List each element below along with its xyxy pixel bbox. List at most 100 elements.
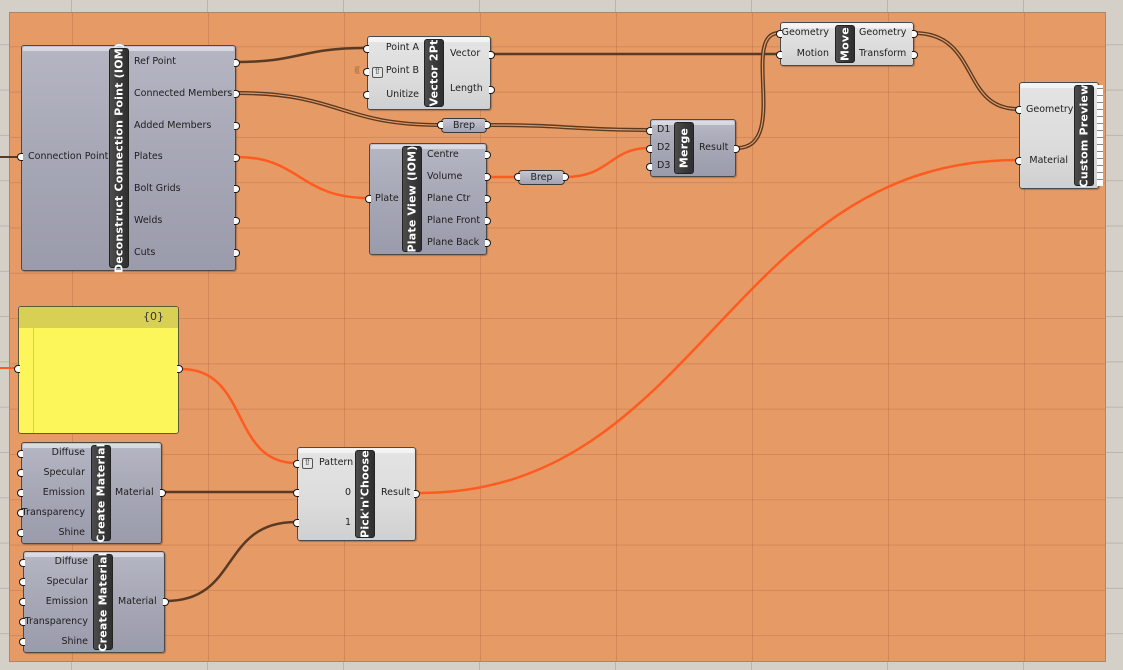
input-grip[interactable]	[514, 173, 520, 181]
component-title: Move	[835, 25, 855, 63]
output-transform: Transform	[859, 48, 907, 59]
output-grip[interactable]	[234, 185, 240, 193]
create-material-node-1[interactable]: Diffuse Specular Emission Transparency S…	[17, 442, 166, 544]
panel-header	[19, 307, 178, 328]
input-specular: Specular	[46, 576, 88, 587]
brep-param-2[interactable]: Brep	[514, 170, 569, 185]
input-grip[interactable]	[293, 519, 299, 527]
component-title: Create Material	[91, 443, 111, 543]
input-grip[interactable]	[363, 68, 369, 76]
input-diffuse: Diffuse	[51, 447, 85, 458]
output-grip[interactable]	[485, 195, 491, 203]
output-grip[interactable]	[414, 490, 420, 498]
input-grip[interactable]	[437, 121, 443, 129]
input-unitize: Unitize	[386, 89, 419, 100]
input-grip[interactable]	[19, 578, 25, 586]
output-grip[interactable]	[912, 51, 918, 59]
input-geometry: Geometry	[1026, 104, 1074, 115]
input-material: Material	[1029, 155, 1068, 166]
output-material: Material	[115, 487, 154, 498]
output-grip[interactable]	[234, 59, 240, 67]
output-grip[interactable]	[177, 365, 183, 373]
input-grip[interactable]	[17, 489, 23, 497]
component-title: Merge	[674, 122, 694, 174]
output-grip[interactable]	[234, 122, 240, 130]
output-grip[interactable]	[163, 598, 169, 606]
output-grip[interactable]	[234, 217, 240, 225]
plate-view-node[interactable]: Plate Plate View (IOM) Centre Volume Pla…	[365, 143, 491, 255]
input-grip[interactable]	[1015, 106, 1021, 114]
component-title: Custom Preview	[1074, 84, 1094, 187]
input-emission: Emission	[45, 596, 88, 607]
output-result: Result	[699, 142, 729, 153]
pick-n-choose-node[interactable]: ⇧ Pattern 0 1 Pick'n'Choose Result	[293, 447, 420, 541]
input-grip[interactable]	[17, 469, 23, 477]
component-title: Vector 2Pt	[424, 39, 444, 107]
deconstruct-connection-point-node[interactable]: Connection Point Deconstruct Connection …	[17, 43, 240, 273]
input-emission: Emission	[42, 487, 85, 498]
output-vector: Vector	[450, 48, 481, 59]
input-grip[interactable]	[17, 509, 23, 517]
vector-2pt-node[interactable]: ((( ⇧ Point A Point B Unitize Vector 2Pt…	[354, 36, 495, 110]
input-grip[interactable]	[17, 529, 23, 537]
output-grip[interactable]	[485, 239, 491, 247]
input-plate: Plate	[375, 193, 399, 204]
param-flip-icon[interactable]: ⇧	[372, 67, 383, 78]
component-title: Create Material	[93, 552, 113, 652]
input-grip[interactable]	[363, 45, 369, 53]
output-grip[interactable]	[160, 489, 166, 497]
component-title: Deconstruct Connection Point (IOM)	[109, 43, 129, 273]
output-grip[interactable]	[734, 145, 740, 153]
text-panel[interactable]: {0}	[14, 306, 183, 434]
input-grip[interactable]	[19, 598, 25, 606]
input-grip[interactable]	[363, 91, 369, 99]
input-point-b: Point B	[385, 65, 419, 76]
output-plane-front: Plane Front	[427, 215, 481, 226]
input-grip[interactable]	[365, 195, 371, 203]
panel-margin-line	[33, 307, 34, 433]
output-welds: Welds	[134, 215, 163, 226]
input-grip[interactable]	[17, 450, 23, 458]
output-geometry: Geometry	[859, 27, 907, 38]
input-grip[interactable]	[17, 153, 23, 161]
input-grip[interactable]	[19, 638, 25, 646]
input-grip[interactable]	[14, 365, 20, 373]
output-grip[interactable]	[912, 30, 918, 38]
component-title: Pick'n'Choose	[355, 450, 375, 538]
input-grip[interactable]	[646, 145, 652, 153]
input-point-a: Point A	[385, 42, 419, 53]
output-grip[interactable]	[485, 173, 491, 181]
output-grip[interactable]	[234, 249, 240, 257]
custom-preview-node[interactable]: Geometry Material Custom Preview	[1015, 82, 1103, 189]
input-grip[interactable]	[776, 30, 782, 38]
create-material-node-2[interactable]: Diffuse Specular Emission Transparency S…	[19, 551, 169, 653]
output-grip[interactable]	[489, 86, 495, 94]
output-grip[interactable]	[234, 154, 240, 162]
param-flip-icon[interactable]: ⇧	[302, 458, 313, 469]
input-grip[interactable]	[19, 618, 25, 626]
output-grip[interactable]	[485, 151, 491, 159]
input-grip[interactable]	[646, 127, 652, 135]
merge-node[interactable]: D1 D2 D3 Merge Result	[646, 119, 740, 177]
panel-path: {0}	[143, 310, 164, 323]
output-grip[interactable]	[489, 51, 495, 59]
input-grip[interactable]	[1015, 157, 1021, 165]
input-shine: Shine	[58, 527, 85, 538]
output-plates: Plates	[134, 151, 163, 162]
output-grip[interactable]	[485, 121, 491, 129]
output-grip[interactable]	[234, 90, 240, 98]
input-diffuse: Diffuse	[54, 556, 88, 567]
brep-param-1[interactable]: Brep	[437, 118, 491, 133]
input-transparency: Transparency	[24, 616, 88, 627]
input-grip[interactable]	[293, 489, 299, 497]
output-volume: Volume	[427, 171, 463, 182]
input-grip[interactable]	[646, 163, 652, 171]
output-grip[interactable]	[485, 217, 491, 225]
input-grip[interactable]	[776, 51, 782, 59]
input-grip[interactable]	[19, 559, 25, 567]
brep-label: Brep	[530, 172, 553, 183]
move-node[interactable]: Geometry Motion Move Geometry Transform	[776, 22, 918, 66]
output-plane-ctr: Plane Ctr	[427, 193, 471, 204]
input-grip[interactable]	[293, 460, 299, 468]
output-grip[interactable]	[563, 173, 569, 181]
